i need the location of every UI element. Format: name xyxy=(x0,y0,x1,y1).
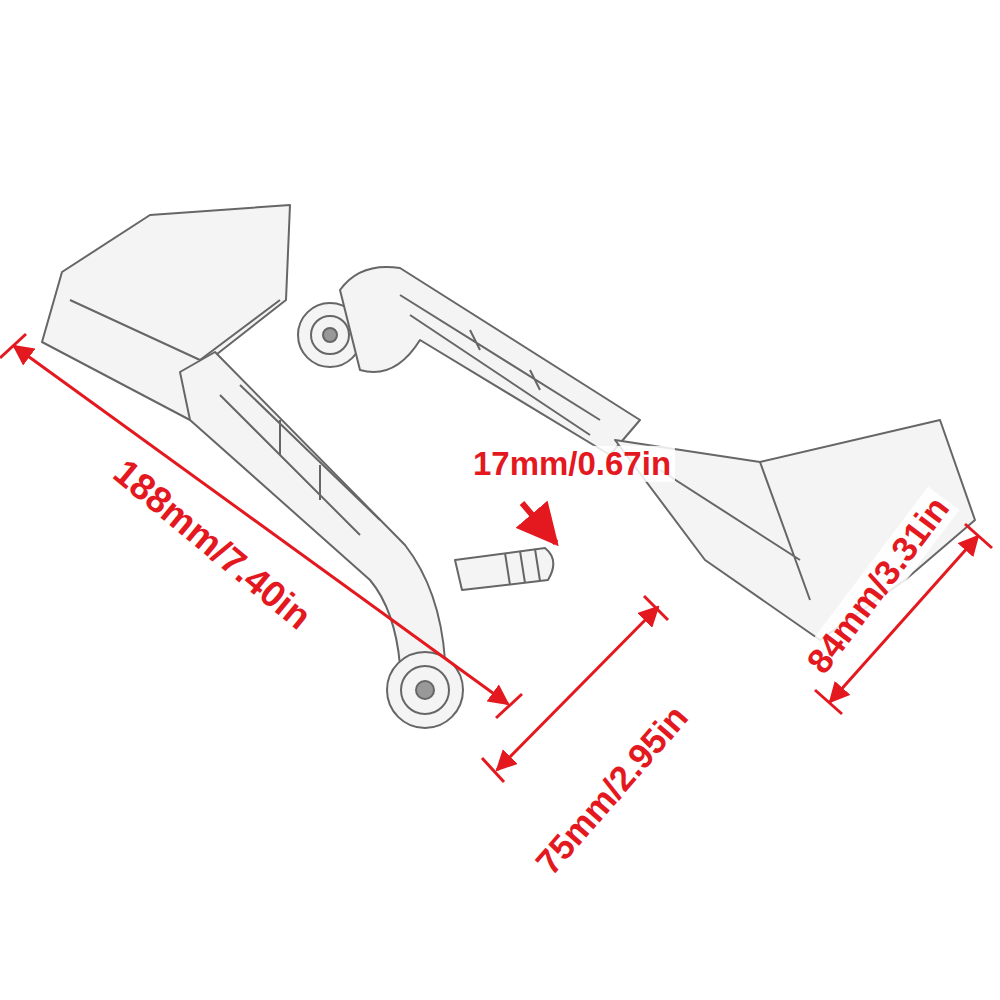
left-bar-end-ring xyxy=(401,666,449,714)
knob-knurl xyxy=(505,549,540,585)
pointer-arrow xyxy=(522,503,556,543)
extension-tick xyxy=(496,694,522,718)
left-shield xyxy=(42,205,290,420)
right-bolt xyxy=(323,328,337,342)
extension-tick xyxy=(0,334,26,358)
dimension-label: 17mm/0.67in xyxy=(469,446,675,482)
right-bar-end-ring xyxy=(311,316,349,354)
dimension-label: 75mm/2.95in xyxy=(526,695,698,885)
extension-tick xyxy=(965,524,992,548)
adjuster-knob xyxy=(455,548,553,590)
dimension-line xyxy=(14,346,508,704)
right-arm xyxy=(340,267,640,455)
left-bolt xyxy=(416,681,434,699)
extension-tick xyxy=(482,758,504,782)
extension-tick xyxy=(644,596,668,620)
left-shield-fold xyxy=(70,300,280,360)
right-arm-lattice xyxy=(400,295,600,435)
extension-tick xyxy=(815,690,842,714)
right-shield-fold xyxy=(660,462,810,600)
